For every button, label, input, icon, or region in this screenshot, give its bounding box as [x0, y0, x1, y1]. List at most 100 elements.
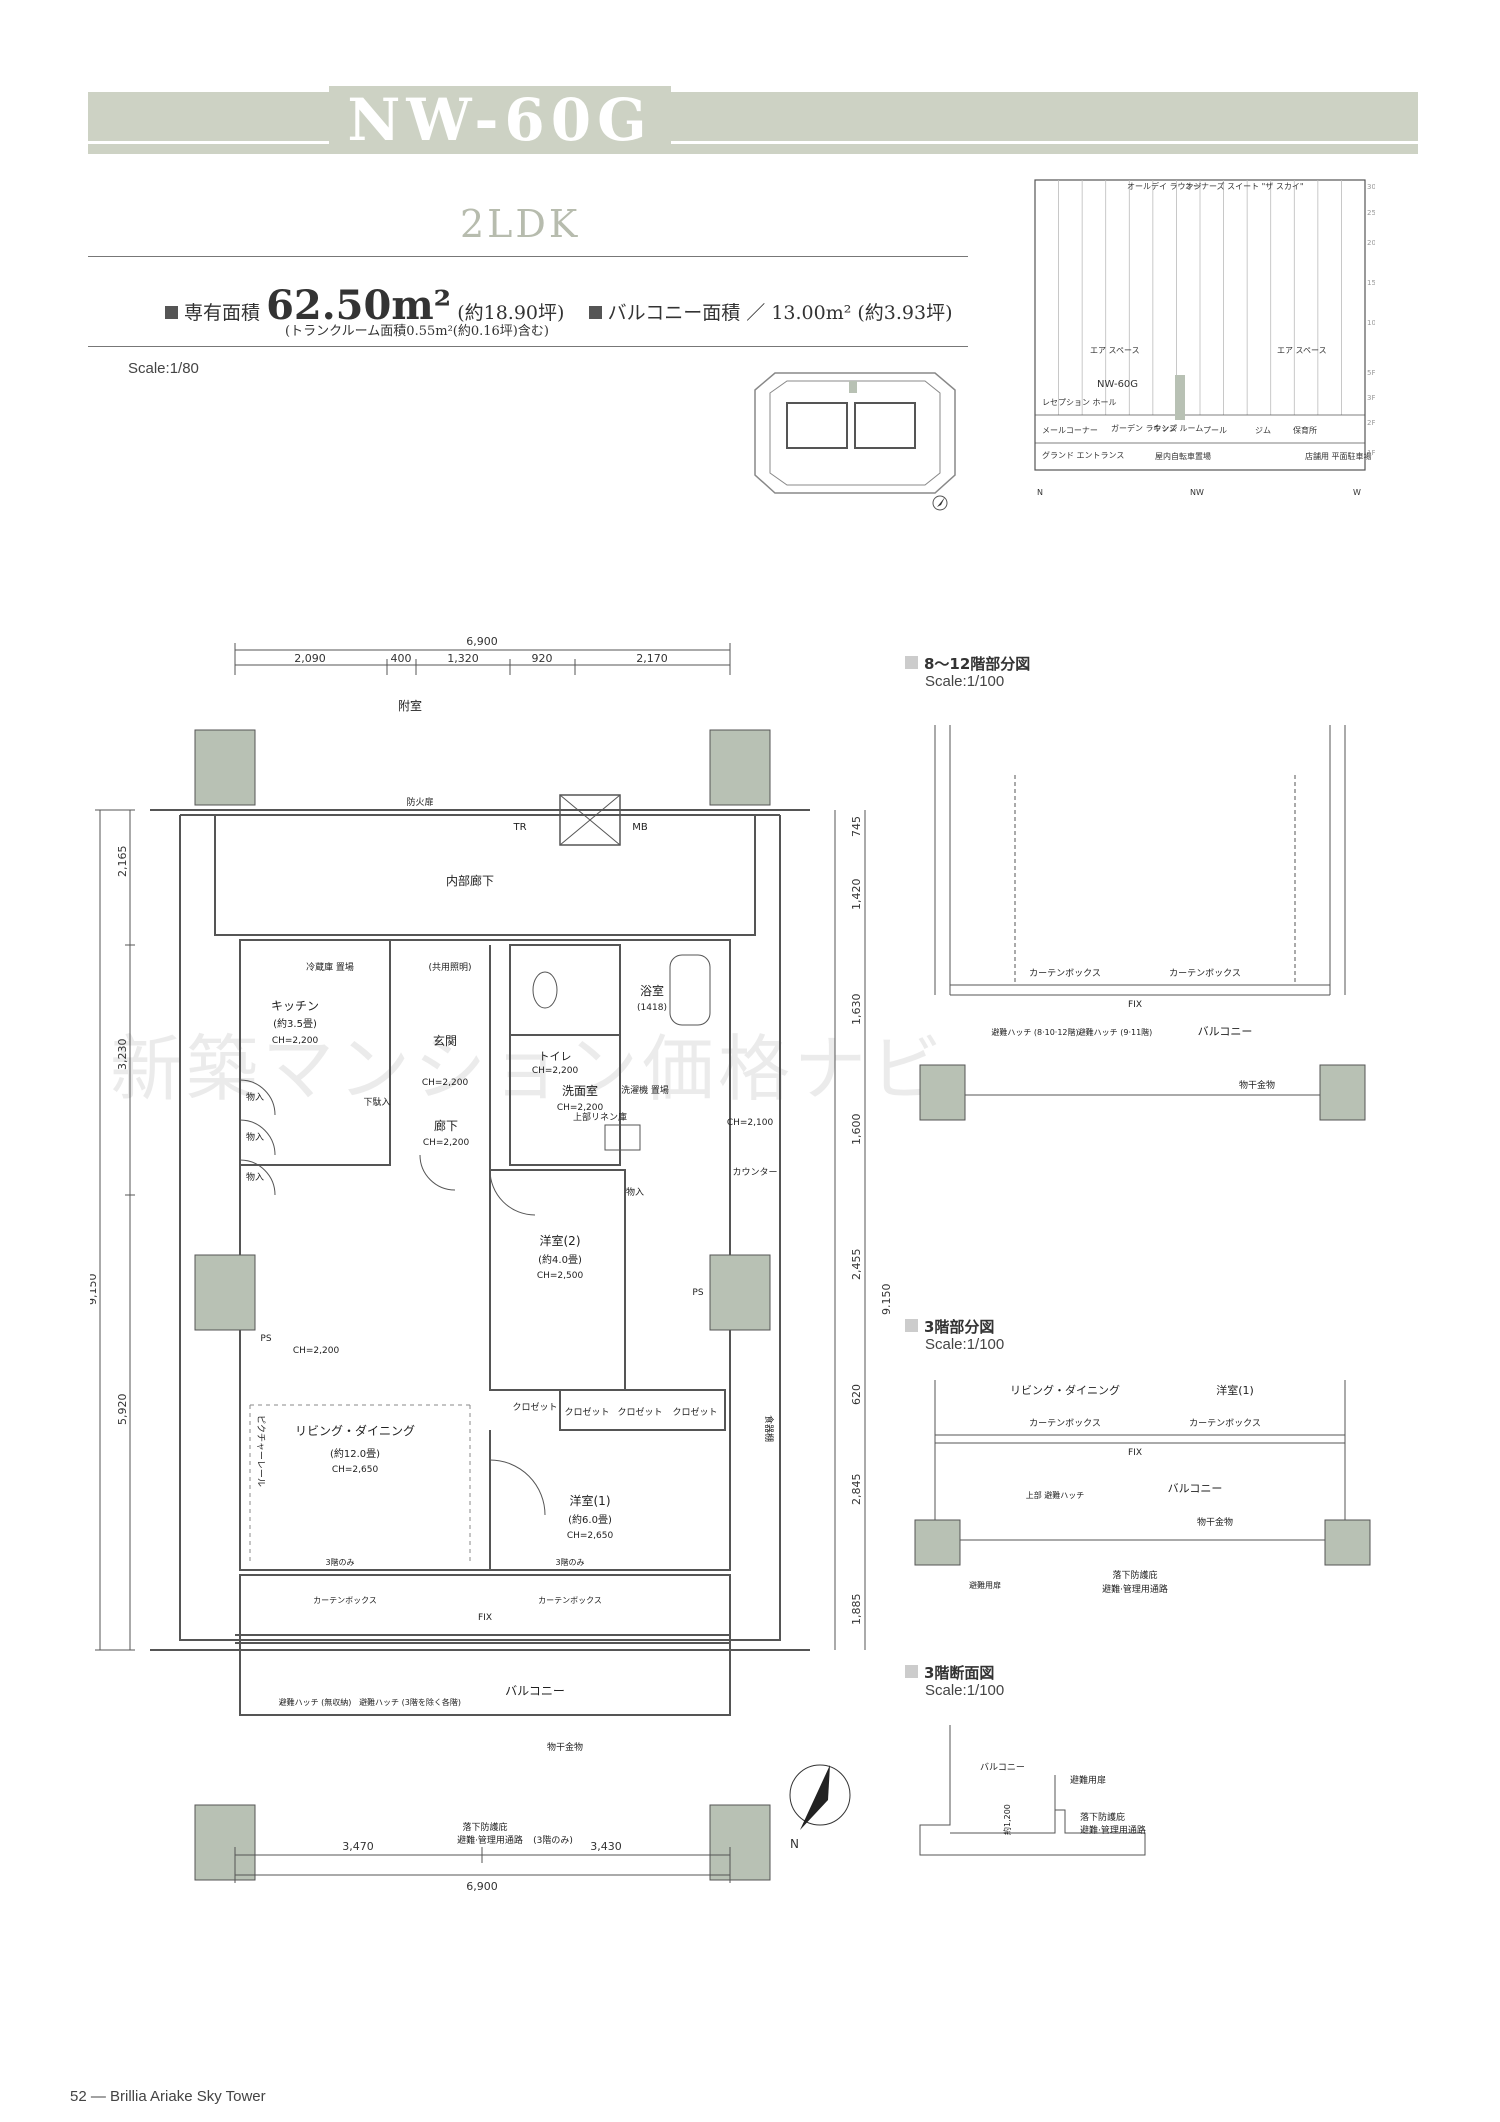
kp-all-day-lounge: オールデイ ラウンジ: [1127, 181, 1202, 191]
private-area-tsubo: (約18.90坪): [457, 302, 565, 324]
label-linen: 上部リネン庫: [573, 1111, 627, 1123]
key-plan-floor-label: 3F: [1367, 394, 1375, 402]
label-dish-rack: 食器棚: [763, 1415, 775, 1442]
balcony-area-value: ／ 13.00m² (約3.93坪): [746, 302, 953, 324]
dim-right-2: 1,420: [850, 879, 863, 911]
p2-evac-door: 避難用扉: [969, 1580, 1001, 1590]
divider: [88, 256, 968, 257]
label-curtain-box-2: カーテンボックス: [538, 1596, 602, 1605]
label-bath: 浴室: [640, 983, 664, 998]
dim-right-3: 1,630: [850, 994, 863, 1026]
label-fridge: 冷蔵庫 置場: [306, 961, 354, 973]
label-living-ch2: CH=2,200: [293, 1346, 340, 1356]
label-laundry: 洗濯機 置場: [621, 1084, 669, 1096]
label-western2-ch: CH=2,500: [537, 1271, 584, 1281]
dim-top-4: 920: [532, 652, 553, 665]
trunk-room-note: (トランクルーム面積0.55m²(約0.16坪)含む): [285, 324, 549, 339]
label-tr: TR: [512, 822, 526, 833]
dim-left-3: 9,150: [90, 1274, 99, 1306]
dim-top-total: 6,900: [466, 635, 498, 648]
p2-guard: 落下防護庇: [1112, 1569, 1157, 1581]
label-kitchen: キッチン: [271, 999, 319, 1013]
kp-garden-lounge: ガーデン ラウンジ: [1111, 423, 1178, 433]
dim-left-4: 5,920: [116, 1394, 129, 1426]
label-third-only-note: (3階のみ): [533, 1835, 573, 1846]
p2-fix: FIX: [1128, 1448, 1142, 1458]
private-area-value: 62.50m²: [266, 282, 452, 329]
kp-air-space-right: エア スペース: [1277, 346, 1327, 355]
partial-plan-2-scale: Scale:1/100: [925, 1336, 1005, 1353]
kp-owners-suite: オーナーズ スイート "ザ スカイ": [1185, 181, 1304, 191]
label-bath-size: (1418): [637, 1003, 667, 1013]
kp-gym: ジム: [1255, 426, 1271, 435]
label-closet-4: クロゼット: [672, 1406, 717, 1418]
label-hatch-2: 避難ハッチ (3階を除く各階): [359, 1697, 461, 1707]
dim-top-3: 1,320: [447, 652, 479, 665]
key-plan-floor-label: 10F: [1367, 319, 1375, 327]
dim-bottom-total: 6,900: [466, 1880, 498, 1893]
key-plan-floor-label: 25F: [1367, 209, 1375, 217]
north-arrow-icon: N: [789, 1764, 851, 1851]
dim-top-5: 2,170: [636, 652, 668, 665]
kp-bike-parking: 屋内自転車置場: [1155, 451, 1211, 461]
label-hatch-1: 避難ハッチ (無収納): [279, 1697, 352, 1707]
label-toilet-ch: CH=2,200: [532, 1066, 579, 1076]
p1-curtain-1: カーテンボックス: [1029, 968, 1101, 979]
svg-text:N: N: [790, 1837, 799, 1851]
structural-columns: [194, 729, 771, 1881]
partial-plan-2-title: 3階部分図: [905, 1316, 994, 1337]
p3-door: 避難用扉: [1070, 1774, 1106, 1786]
label-balcony: バルコニー: [505, 1684, 565, 1698]
label-living-size: (約12.0畳): [330, 1447, 380, 1460]
label-evac-route: 避難·管理用通路: [457, 1834, 523, 1846]
floor-plan: 6,900 2,090 400 1,320 920 2,170: [90, 635, 890, 1893]
banner-rule: [88, 141, 1418, 144]
label-kitchen-size: (約3.5畳): [273, 1017, 317, 1030]
p1-pole: 物干金物: [1239, 1079, 1275, 1091]
kp-mail: メールコーナー: [1042, 426, 1098, 435]
label-inner-corridor: 内部廊下: [446, 873, 494, 888]
p3-guard: 落下防護庇: [1080, 1811, 1125, 1823]
key-plan-floor-label: 30F: [1367, 183, 1375, 191]
dim-right-6: 9,150: [880, 1284, 890, 1316]
partial-plan-3-title: 3階断面図: [905, 1662, 994, 1683]
label-western1-size: (約6.0畳): [568, 1513, 612, 1526]
dim-top-1: 2,090: [294, 652, 326, 665]
page-title: NW-60G: [0, 86, 1000, 154]
label-hallway: 廊下: [434, 1118, 458, 1133]
label-ps-1: PS: [692, 1288, 703, 1298]
p1-hatch-b: 避難ハッチ (9·11階): [1078, 1027, 1153, 1037]
label-mb: MB: [632, 822, 648, 833]
label-western1: 洋室(1): [570, 1493, 611, 1508]
key-plan-floor-label: 5F: [1367, 369, 1375, 377]
label-washroom-ch: CH=2,200: [557, 1103, 604, 1113]
p2-western: 洋室(1): [1216, 1383, 1254, 1397]
dim-bottom-2: 3,430: [590, 1840, 622, 1853]
label-shared-light: (共用照明): [428, 962, 471, 973]
dim-top-2: 400: [391, 652, 412, 665]
label-fire-door: 防火扉: [406, 796, 433, 808]
label-toilet: トイレ: [539, 1050, 572, 1063]
p2-living: リビング・ダイニング: [1010, 1383, 1120, 1397]
label-storage-1: 物入: [246, 1091, 264, 1103]
dim-right-1: 745: [850, 816, 863, 837]
label-closet-1: クロゼット: [512, 1401, 557, 1413]
key-plan-floor-label: 1F: [1367, 449, 1375, 457]
label-living: リビング・ダイニング: [295, 1423, 415, 1438]
p2-curtain-1: カーテンボックス: [1029, 1418, 1101, 1429]
dim-right-5: 2,455: [850, 1249, 863, 1281]
key-plan-floor-label: 2F: [1367, 419, 1375, 427]
balcony-area-label: バルコニー面積: [607, 302, 741, 324]
p1-hatch-a: 避難ハッチ (8·10·12階): [991, 1027, 1078, 1037]
label-counter: カウンター: [732, 1167, 777, 1178]
label-picture-rail: ピクチャーレール: [255, 1415, 266, 1487]
kp-pool: プール: [1203, 426, 1227, 435]
dim-bottom-1: 3,470: [342, 1840, 374, 1853]
page-footer: 52 — Brillia Ariake Sky Tower: [70, 2088, 266, 2105]
key-plan: オールデイ ラウンジ オーナーズ スイート "ザ スカイ" エア スペース エア…: [1034, 179, 1375, 497]
partial-plan-3: バルコニー 避難用扉 約1,200 落下防護庇 避難·管理用通路: [919, 1725, 1146, 1856]
private-area-label: 専有面積: [184, 302, 261, 324]
label-clothes-pole: 物干金物: [547, 1741, 583, 1753]
kp-bottom-right: W: [1353, 488, 1361, 497]
label-closet-3: クロゼット: [617, 1406, 662, 1418]
